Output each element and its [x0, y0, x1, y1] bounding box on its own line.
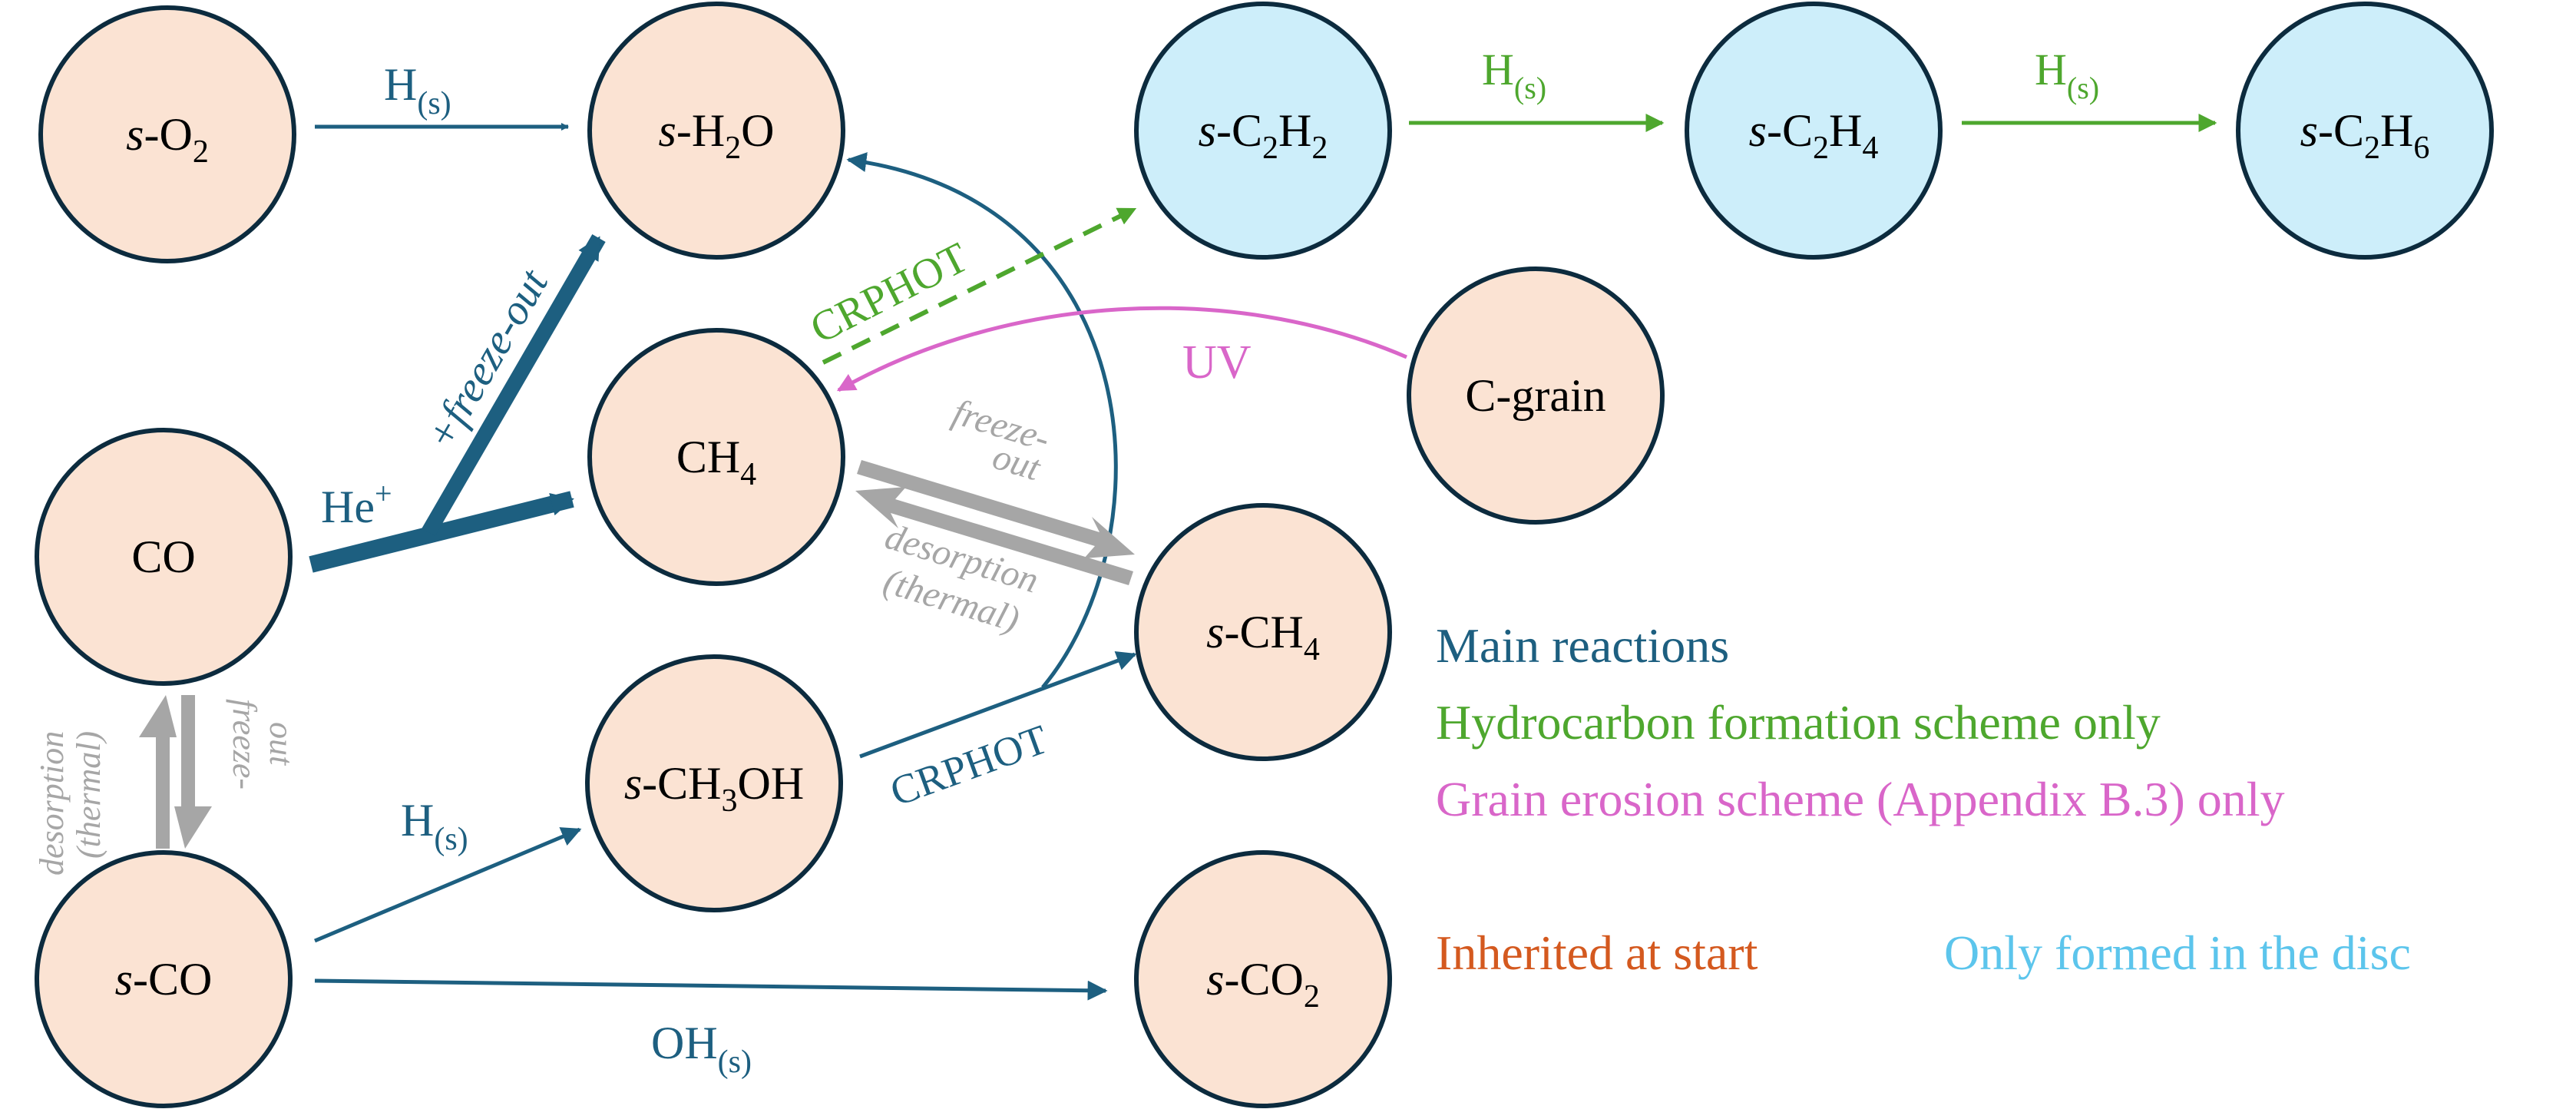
- svg-text:CO: CO: [131, 531, 195, 582]
- svg-text:s-CH4: s-CH4: [1206, 607, 1320, 667]
- legend-hydrocarbon-scheme: Hydrocarbon formation scheme only: [1436, 695, 2161, 750]
- label-oh-s: OH(s): [651, 1018, 752, 1080]
- label-freeze-co-1: freeze-: [226, 699, 263, 790]
- label-uv: UV: [1182, 336, 1252, 389]
- node-s-co: s-CO: [35, 850, 293, 1108]
- node-s-c2h6: s-C2H6: [2236, 2, 2494, 260]
- svg-text:s-O2: s-O2: [126, 109, 209, 170]
- legend-main-reactions: Main reactions: [1436, 618, 1729, 673]
- arrow-sch4-to-ch4-desorb: [855, 487, 1133, 585]
- node-s-c2h4: s-C2H4: [1685, 2, 1943, 260]
- svg-text:s-CH3OH: s-CH3OH: [624, 758, 804, 819]
- arrow-sco-to-sch3oh: [314, 827, 582, 943]
- label-h-s-3: H(s): [1482, 45, 1546, 105]
- node-c-grain: C-grain: [1407, 266, 1665, 525]
- edges: [139, 114, 2217, 1001]
- arrow-co-to-sh2o: [422, 233, 606, 537]
- label-h-s-1: H(s): [384, 59, 451, 121]
- arrow-cgrain-to-ch4: [836, 306, 1407, 392]
- svg-text:s-C2H2: s-C2H2: [1199, 105, 1328, 166]
- legend-only-formed-in-disc: Only formed in the disc: [1944, 925, 2411, 980]
- arrow-ch4-to-sch4-freeze: [857, 460, 1135, 558]
- svg-text:CH4: CH4: [676, 432, 756, 492]
- label-h-s-2: H(s): [401, 795, 468, 857]
- label-crphot-main: CRPHOT: [885, 716, 1054, 815]
- node-s-ch4: s-CH4: [1134, 503, 1392, 761]
- svg-text:s-C2H6: s-C2H6: [2300, 105, 2430, 166]
- svg-text:s-H2O: s-H2O: [658, 105, 774, 166]
- legend-grain-erosion-scheme: Grain erosion scheme (Appendix B.3) only: [1436, 772, 2285, 826]
- legend-inherited-at-start: Inherited at start: [1436, 925, 1758, 980]
- arrow-sco-to-co-desorb: [139, 695, 177, 849]
- arrow-sch3oh-to-sch4: [859, 651, 1137, 759]
- svg-text:s-C2H4: s-C2H4: [1749, 105, 1879, 166]
- node-s-h2o: s-H2O: [587, 2, 845, 260]
- svg-text:C-grain: C-grain: [1465, 370, 1605, 421]
- label-h-s-4: H(s): [2035, 45, 2099, 105]
- label-crphot-green: CRPHOT: [803, 233, 976, 353]
- arrow-sch4-to-sh2o-arc: [846, 152, 1118, 689]
- node-s-c2h2: s-C2H2: [1134, 2, 1392, 260]
- label-freeze-co-2: out: [263, 722, 300, 766]
- svg-text:s-CO2: s-CO2: [1206, 954, 1320, 1015]
- node-s-co2: s-CO2: [1134, 850, 1392, 1108]
- node-s-ch3oh: s-CH3OH: [585, 654, 843, 912]
- arrow-co-to-ch4: [309, 491, 574, 573]
- label-thermal-co: (thermal): [70, 731, 107, 859]
- node-s-o2: s-O2: [38, 5, 296, 263]
- node-ch4: CH4: [587, 328, 845, 586]
- legend: Main reactions Hydrocarbon formation sch…: [1436, 618, 2411, 980]
- label-desorption-co: desorption: [33, 731, 71, 876]
- arrow-co-to-sco-freeze: [174, 695, 212, 849]
- nodes: s-O2 s-H2O s-C2H2 s-C2H4 s-C2H6 CH4: [35, 2, 2494, 1108]
- arrow-ch4-to-sc2h2-dashed: [822, 207, 1137, 365]
- node-co: CO: [35, 428, 293, 686]
- svg-text:s-CO: s-CO: [115, 954, 213, 1005]
- label-he-plus: He+: [321, 476, 392, 532]
- arrow-sco-to-sco2: [314, 978, 1108, 1001]
